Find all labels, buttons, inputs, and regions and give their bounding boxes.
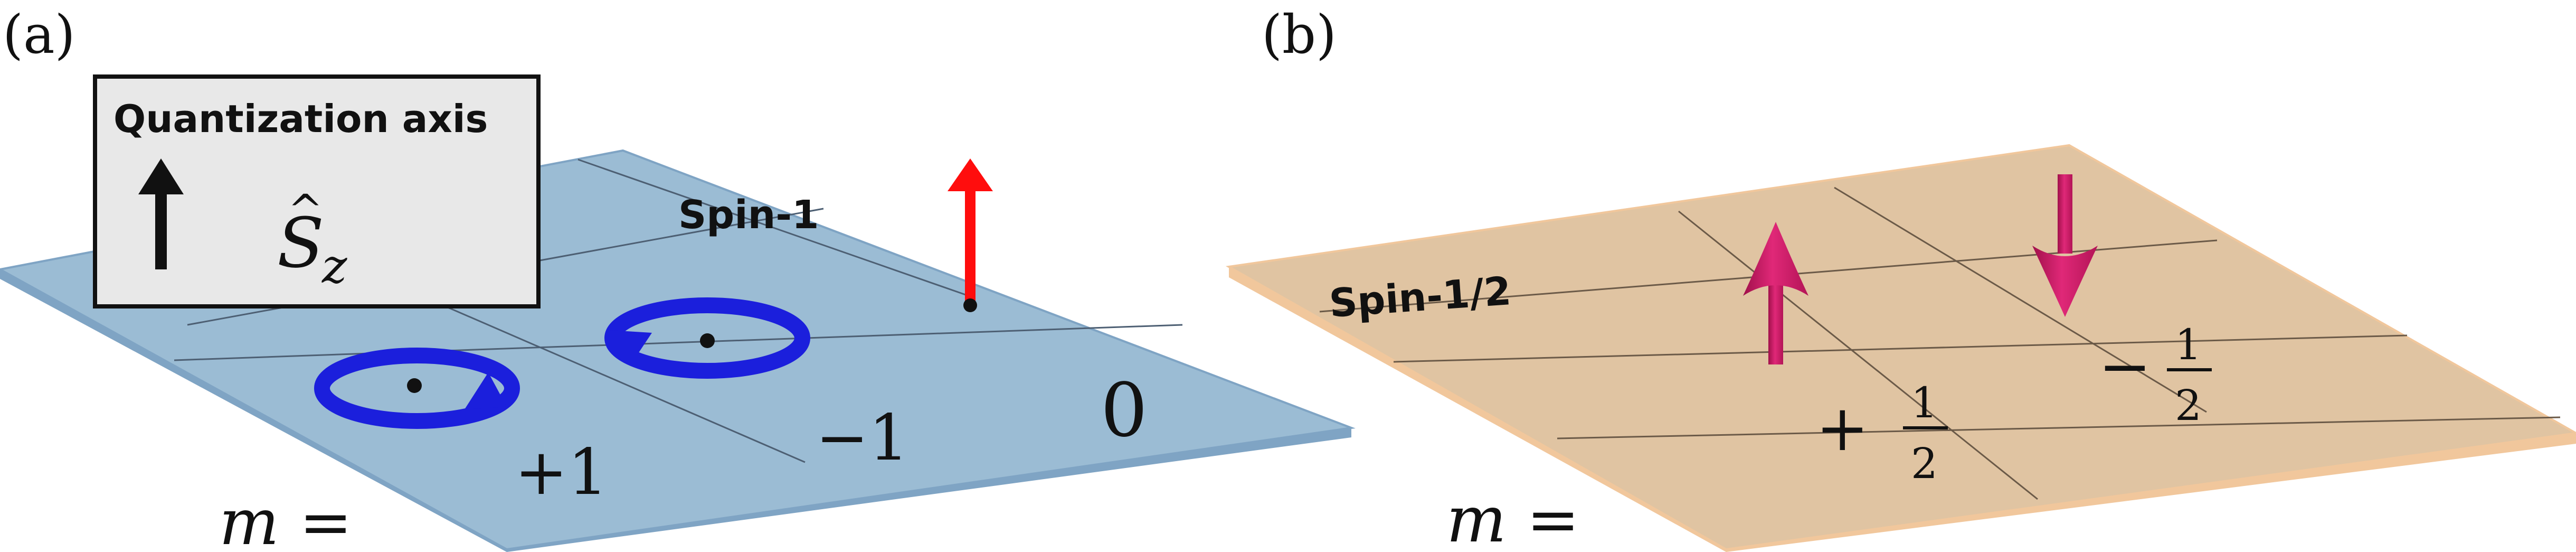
panel-b: Spin-1/2 m = + 1 2 − 1 2 (b) xyxy=(1225,4,2576,552)
m-value-minus1: −1 xyxy=(816,401,909,475)
spin-up-arrow-icon xyxy=(1743,222,1808,364)
spin1-label: Spin-1 xyxy=(678,192,819,238)
m-value-plus1: +1 xyxy=(515,436,608,509)
operator-sub: z xyxy=(321,239,347,294)
m-sign-plus: + xyxy=(1816,392,1869,465)
quantization-legend: Quantization axis ^ S z xyxy=(93,74,541,308)
m-num-minus: 1 xyxy=(2175,320,2202,369)
quantization-arrow-icon xyxy=(138,158,184,269)
panel-a: Spin-1 m = +1 −1 0 Quantization axis ^ S… xyxy=(0,4,1356,552)
m-prefix-b: m = xyxy=(1446,483,1579,552)
m-num-plus: 1 xyxy=(1911,378,1938,427)
spin-half-plate xyxy=(1225,144,2576,551)
legend-title: Quantization axis xyxy=(113,97,488,141)
operator-base: S xyxy=(277,203,324,283)
circular-arrow-icon xyxy=(314,348,520,429)
m-value-minus-half: − 1 2 xyxy=(2098,320,2212,430)
spin-down-arrow-icon xyxy=(2032,174,2098,317)
operator-hat: ^ xyxy=(288,185,323,235)
m-prefix-a: m = xyxy=(219,486,352,552)
m-value-plus-half: + 1 2 xyxy=(1816,378,1948,488)
circular-arrow-icon xyxy=(604,297,810,379)
m-sign-minus: − xyxy=(2098,330,2152,404)
panel-b-label: (b) xyxy=(1262,4,1337,66)
m-den-minus: 2 xyxy=(2175,381,2202,430)
m-value-0: 0 xyxy=(1101,368,1148,454)
panel-a-label: (a) xyxy=(3,4,75,66)
m-den-plus: 2 xyxy=(1911,439,1938,488)
up-arrow-icon xyxy=(948,158,993,312)
spin-half-plate-side xyxy=(1229,267,2576,552)
